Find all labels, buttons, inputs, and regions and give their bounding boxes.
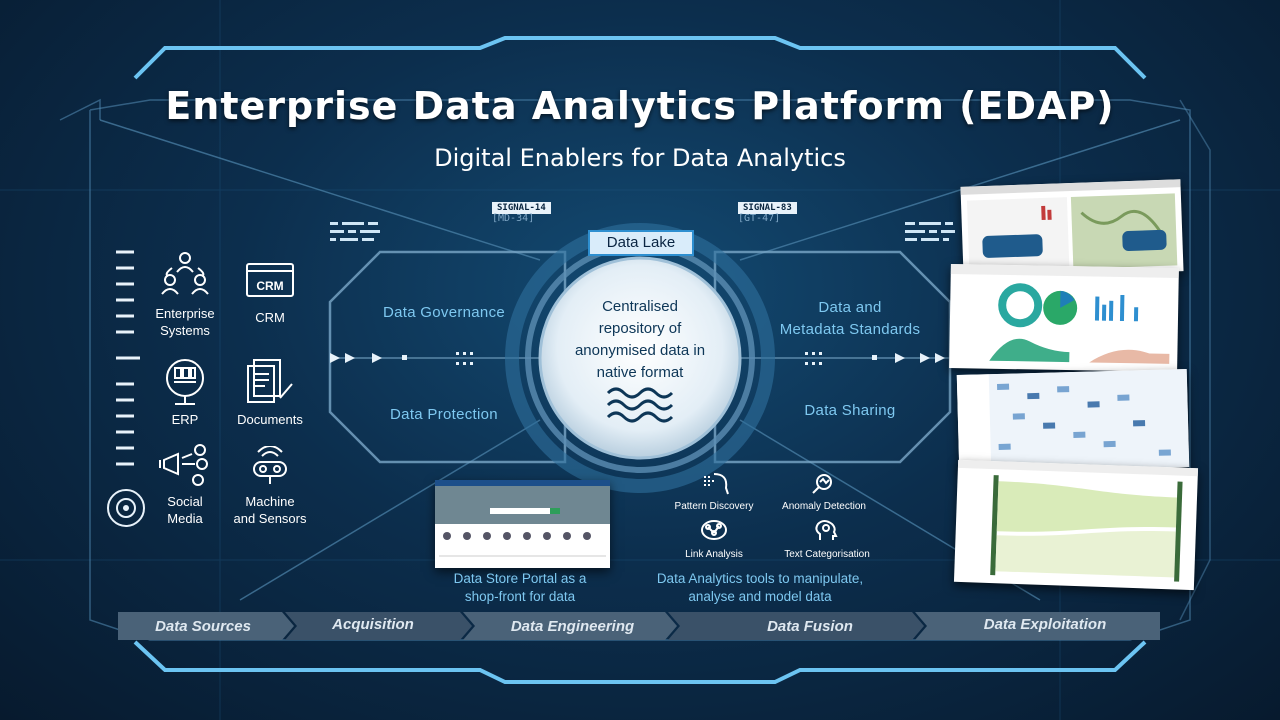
source-documents: Documents [232,358,308,428]
signal-right: SIGNAL-83 [GT-47] [738,202,797,224]
source-crm: CRM CRM [235,262,305,326]
source-label: Documents [237,412,303,427]
pipeline-step: Data Fusion [767,618,853,635]
source-label: Machine [245,494,295,509]
tool-label: Text Categorisation [784,549,870,560]
portal-caption-line: Data Store Portal as a [453,571,587,586]
signal-bars-left [330,222,380,241]
signal-left: SIGNAL-14 [MD-34] [492,202,551,224]
data-lake-title: Data Lake [588,230,694,256]
dashboard-map-preview [960,179,1181,271]
data-lake-line: Centralised [602,298,678,315]
source-label: Social [167,494,203,509]
tool-pattern-discovery: Pattern Discovery [664,472,764,512]
tool-label: Pattern Discovery [674,501,754,512]
tool-anomaly-detection: Anomaly Detection [774,472,874,512]
sensor-icon [253,445,287,484]
pipeline-step: Data Sources [155,618,251,635]
tool-text-categorisation: Text Categorisation [774,518,880,560]
data-lake-line: repository of [598,320,682,337]
portal-caption-line: shop-front for data [464,589,576,604]
database-icon [166,359,204,405]
source-label: Enterprise [155,306,215,321]
dashboard-heatmap-preview [956,369,1190,473]
source-erp: ERP [150,358,220,428]
page-title: Enterprise Data Analytics Platform (EDAP… [165,84,1115,128]
documents-icon [247,359,293,403]
svg-text:CRM: CRM [256,279,283,293]
page-subtitle: Digital Enablers for Data Analytics [434,144,846,172]
network-brain-icon [701,520,727,540]
data-protection-label: Data Protection [390,406,498,423]
tool-label: Link Analysis [685,549,743,560]
signal-right-label: SIGNAL-83 [738,202,797,214]
source-label: CRM [255,310,285,325]
people-network-icon [161,252,209,295]
data-lake-line: native format [596,364,684,381]
signal-left-code: [MD-34] [492,213,535,224]
pipeline-step: Acquisition [332,616,414,633]
data-sharing-label: Data Sharing [804,402,896,419]
source-label: ERP [171,412,199,427]
metadata-standards-label: Data and Metadata Standards [760,297,940,341]
dashboard-sankey-screenshot [953,459,1199,591]
portal-preview-image [435,480,610,557]
dashboard-heatmap-screenshot [956,369,1190,473]
dashboard-chart-preview [950,264,1179,364]
dashboard-chart-screenshot [949,264,1179,372]
metadata-standards-line: Data and [818,299,882,316]
dashboard-sankey-preview [957,459,1199,582]
magnifier-icon [812,474,832,494]
portal-screenshot [435,480,610,568]
tool-label: Anomaly Detection [782,501,866,512]
source-label: Systems [160,323,210,338]
data-lake-description: Centralised repository of anonymised dat… [556,296,724,384]
signal-bars-right [905,222,955,241]
portal-caption: Data Store Portal as a shop-front for da… [425,570,615,606]
tool-link-analysis: Link Analysis [664,518,764,560]
gear-head-icon [815,520,838,540]
tools-caption-line: Data Analytics tools to manipulate, [656,571,864,586]
source-label: Media [167,511,203,526]
dashboard-map-screenshot [960,179,1184,279]
data-governance-label: Data Governance [382,304,506,321]
crm-icon: CRM [246,263,294,297]
pipeline-step: Data Engineering [510,618,635,635]
megaphone-icon [159,444,208,486]
tools-caption-line: analyse and model data [688,589,832,604]
pattern-head-icon [704,473,729,495]
data-lake-line: anonymised data in [574,342,706,359]
tools-caption: Data Analytics tools to manipulate, anal… [640,570,880,606]
metadata-standards-line: Metadata Standards [779,321,921,338]
source-machine-sensors: Machine and Sensors [228,445,312,527]
pipeline-step: Data Exploitation [983,616,1107,633]
signal-right-code: [GT-47] [738,213,781,224]
signal-left-label: SIGNAL-14 [492,202,551,214]
source-label: and Sensors [233,511,307,526]
